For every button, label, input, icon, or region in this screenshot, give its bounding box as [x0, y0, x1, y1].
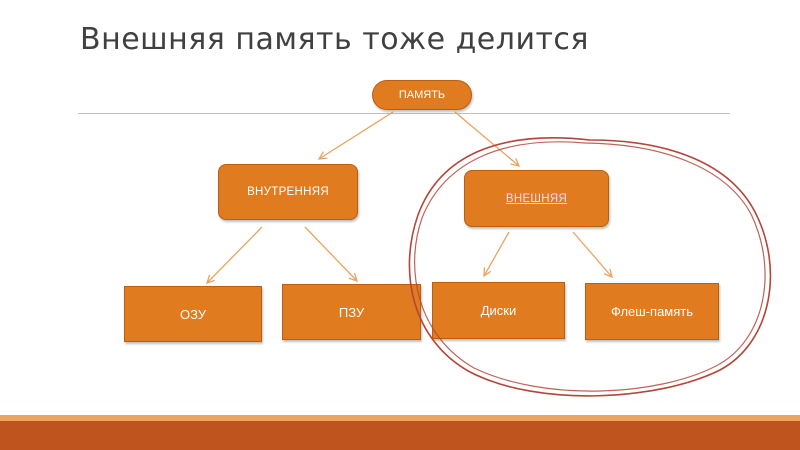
connector-internal-ozu — [207, 226, 263, 283]
connector-external-flash — [572, 231, 612, 277]
node-ozu: ОЗУ — [124, 286, 262, 342]
highlight-circle — [408, 137, 772, 397]
node-memory: ПАМЯТЬ — [372, 80, 472, 110]
node-external-memory[interactable]: ВНЕШНЯЯ — [464, 170, 609, 227]
connector-internal-pzu — [304, 226, 357, 281]
node-disks: Диски — [432, 282, 565, 339]
highlight-circle-stroke-2 — [414, 141, 766, 392]
connector-root-external — [454, 111, 519, 166]
title-divider — [78, 113, 730, 114]
footer-band-light — [0, 415, 800, 421]
slide-title: Внешняя память тоже делится — [80, 22, 589, 57]
footer-band-dark — [0, 421, 800, 450]
connector-external-disks — [484, 231, 510, 276]
node-internal-memory: ВНУТРЕННЯЯ — [218, 164, 358, 220]
node-pzu: ПЗУ — [282, 284, 421, 340]
node-external-memory-link[interactable]: ВНЕШНЯЯ — [505, 192, 568, 205]
node-flash-memory: Флеш-память — [585, 283, 719, 340]
connector-root-internal — [319, 111, 394, 159]
